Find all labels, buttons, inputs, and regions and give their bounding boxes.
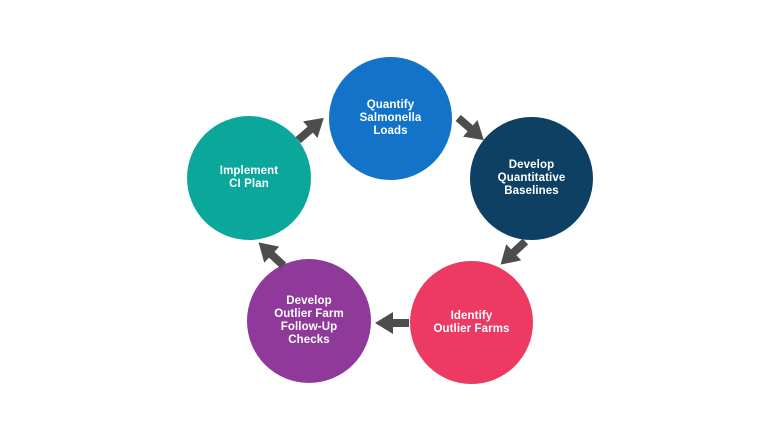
arrow-followup-to-implement-icon — [258, 242, 287, 269]
step-identify-outlier-farms: Identify Outlier Farms — [410, 261, 533, 384]
arrow-implement-to-quantify-icon — [295, 117, 324, 144]
step-label-identify-outlier-farms: Identify Outlier Farms — [433, 309, 510, 335]
step-label-develop-outlier-farm-follow-up-checks: Develop Outlier Farm Follow-Up Checks — [274, 295, 344, 346]
step-develop-quantitative-baselines: Develop Quantitative Baselines — [470, 117, 593, 240]
step-quantify-salmonella-loads: Quantify Salmonella Loads — [329, 57, 452, 180]
step-label-develop-quantitative-baselines: Develop Quantitative Baselines — [497, 159, 566, 197]
step-implement-ci-plan: Implement CI Plan — [187, 116, 311, 240]
arrow-identify-to-followup-icon — [375, 312, 409, 334]
step-develop-outlier-farm-follow-up-checks: Develop Outlier Farm Follow-Up Checks — [247, 259, 371, 383]
step-label-implement-ci-plan: Implement CI Plan — [219, 165, 279, 190]
arrow-baselines-to-identify-icon — [500, 238, 529, 265]
arrow-quantify-to-baselines-icon — [455, 114, 484, 141]
step-label-quantify-salmonella-loads: Quantify Salmonella Loads — [359, 99, 422, 137]
